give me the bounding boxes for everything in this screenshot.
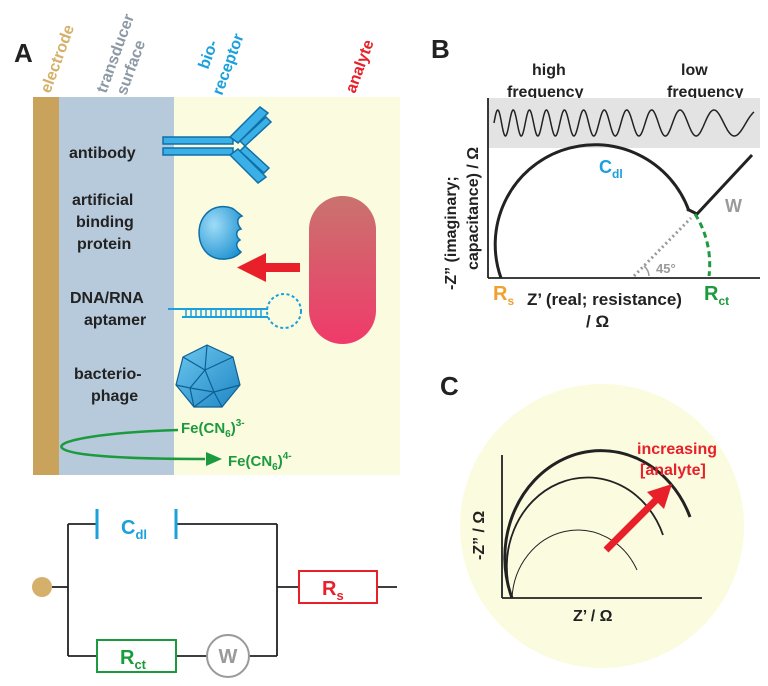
high-frequency-label-line1: high xyxy=(532,62,566,79)
ferricyanide-label: Fe(CN6)3- xyxy=(181,418,245,440)
frequency-sweep-wave xyxy=(493,109,755,137)
warburg-label: W xyxy=(219,646,238,668)
rs-label: Rs xyxy=(322,578,344,603)
nyquist-semicircle xyxy=(493,143,691,279)
analyte-column-label: analyte xyxy=(343,38,378,96)
nyquist-curve-high xyxy=(503,449,692,599)
panel-c-xlabel: Z’ / Ω xyxy=(573,608,613,625)
analyte-capsule xyxy=(309,196,376,344)
transducer-layer xyxy=(59,97,174,475)
cdl-label: Cdl xyxy=(121,517,147,542)
rs-resistor xyxy=(298,570,378,604)
bioreceptor-column-label-line1: bio- xyxy=(196,38,222,71)
nyquist-curve-mid xyxy=(505,476,664,599)
panel-c-axes xyxy=(501,455,702,599)
phage-label-line1: bacterio- xyxy=(74,366,142,383)
panel-c-disc xyxy=(460,384,744,668)
rct-label: Rct xyxy=(120,647,147,672)
equivalent-circuit xyxy=(52,523,397,657)
warburg-element xyxy=(206,634,250,678)
binding-protein-label-line2: binding xyxy=(76,214,134,231)
binding-protein-label-line1: artificial xyxy=(72,192,133,209)
antibody-label: antibody xyxy=(69,145,136,162)
rs-intercept-label: Rs xyxy=(493,283,514,308)
increasing-arrow xyxy=(603,484,672,553)
electrode-column-label: electrode xyxy=(38,23,78,96)
binding-arrow xyxy=(237,253,300,282)
angle-line xyxy=(632,216,693,278)
aptamer-icon xyxy=(168,293,302,329)
nyquist-curve-low xyxy=(511,529,638,599)
antibody-icon xyxy=(162,106,273,184)
panel-b-letter: B xyxy=(431,34,450,64)
nyquist-xlabel-line1: Z’ (real; resistance) xyxy=(527,290,682,309)
increasing-label-line2: [analyte] xyxy=(640,462,706,479)
ferrocyanide-label: Fe(CN6)4- xyxy=(228,451,292,473)
rct-resistor xyxy=(96,639,177,673)
nyquist-xlabel-line2: / Ω xyxy=(586,312,609,331)
aptamer-label-line1: DNA/RNA xyxy=(70,290,144,307)
low-frequency-label-line2: frequency xyxy=(667,84,744,101)
panel-a-letter: A xyxy=(14,38,33,68)
bacteriophage-icon xyxy=(175,344,241,408)
nyquist-ylabel-line1: -Z” (imaginary; xyxy=(443,176,460,290)
bioreceptor-column-label-line2: receptor xyxy=(210,31,248,97)
warburg-tail xyxy=(686,153,754,216)
cdl-capacitor xyxy=(95,509,178,539)
high-frequency-label-line2: frequency xyxy=(507,84,584,101)
panel-c-letter: C xyxy=(440,371,459,401)
redox-arrow xyxy=(60,428,206,461)
angle-label: 45° xyxy=(656,261,676,276)
phage-label-line2: phage xyxy=(91,388,138,405)
increasing-label-line1: increasing xyxy=(637,441,717,458)
binding-protein-icon xyxy=(198,205,244,260)
cdl-curve-label: Cdl xyxy=(599,157,623,181)
rct-intercept-label: Rct xyxy=(704,283,729,308)
electrode-terminal xyxy=(32,577,52,597)
warburg-curve-label: W xyxy=(725,196,742,216)
nyquist-ylabel-line2: capacitance) / Ω xyxy=(465,147,482,270)
electrode-layer xyxy=(33,97,59,475)
low-frequency-label-line1: low xyxy=(681,62,708,79)
panel-c-ylabel: -Z” / Ω xyxy=(471,511,488,560)
frequency-sweep-band xyxy=(488,98,760,148)
redox-arrowhead xyxy=(206,452,222,466)
rct-extension xyxy=(693,213,712,277)
binding-protein-label-line3: protein xyxy=(77,236,131,253)
angle-arc xyxy=(643,265,650,277)
aptamer-label-line2: aptamer xyxy=(84,312,146,329)
nyquist-axes xyxy=(487,98,760,279)
